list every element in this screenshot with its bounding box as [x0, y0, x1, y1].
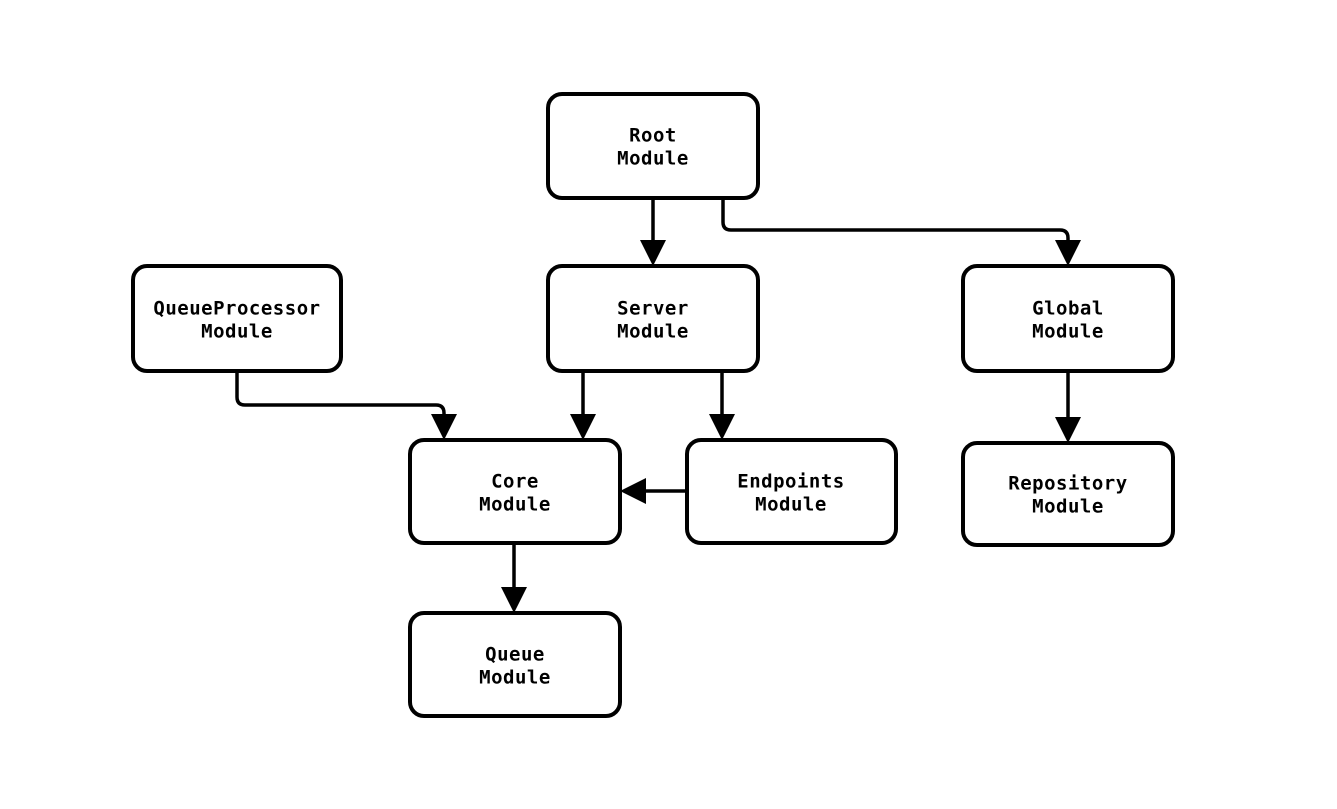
node-endpoints[interactable]: Endpoints Module [685, 438, 898, 545]
node-core-label-line1: Core [491, 471, 539, 493]
edge-queueprocessor-to-core-arrowhead [431, 414, 457, 440]
edge-layer [235, 198, 1081, 613]
node-server[interactable]: Server Module [546, 264, 760, 373]
node-server-label-line2: Module [617, 321, 689, 343]
edge-root-to-server-arrowhead [640, 240, 666, 266]
node-global[interactable]: Global Module [961, 264, 1175, 373]
edge-server-to-core [570, 371, 596, 440]
node-global-label-line2: Module [1032, 321, 1104, 343]
edge-root-to-global-arrowhead [1055, 240, 1081, 266]
edge-root-to-global-line [721, 198, 1070, 250]
node-queueprocessor[interactable]: QueueProcessor Module [131, 264, 343, 373]
edge-global-to-repository [1055, 371, 1081, 443]
node-queue-label-line2: Module [479, 667, 551, 689]
node-global-label-line1: Global [1032, 298, 1104, 320]
node-queueprocessor-label-line1: QueueProcessor [153, 298, 320, 320]
node-server-rect[interactable] [546, 264, 760, 373]
node-core-label-line2: Module [479, 494, 551, 516]
node-layer: Root Module QueueProcessor Module Server… [131, 92, 1175, 718]
edge-server-to-endpoints [709, 371, 735, 440]
edge-root-to-server [640, 198, 666, 266]
node-root-rect[interactable] [546, 92, 760, 200]
node-queue[interactable]: Queue Module [408, 611, 622, 718]
node-root[interactable]: Root Module [546, 92, 760, 200]
node-queue-rect[interactable] [408, 611, 622, 718]
node-server-label-line1: Server [617, 298, 689, 320]
node-endpoints-label-line1: Endpoints [737, 471, 844, 493]
edge-global-to-repository-arrowhead [1055, 417, 1081, 443]
edge-core-to-queue [501, 543, 527, 613]
node-queueprocessor-label-line2: Module [201, 321, 273, 343]
node-endpoints-label-line2: Module [755, 494, 827, 516]
edge-root-to-global [721, 198, 1081, 266]
node-repository-rect[interactable] [961, 441, 1175, 547]
node-root-label-line1: Root [629, 125, 677, 147]
edge-server-to-core-arrowhead [570, 414, 596, 440]
edge-endpoints-to-core-arrowhead [620, 478, 646, 504]
node-global-rect[interactable] [961, 264, 1175, 373]
node-repository-label-line1: Repository [1008, 473, 1127, 495]
edge-queueprocessor-to-core [235, 371, 457, 440]
node-root-label-line2: Module [617, 148, 689, 170]
node-core[interactable]: Core Module [408, 438, 622, 545]
node-queue-label-line1: Queue [485, 644, 545, 666]
edge-queueprocessor-to-core-line [235, 371, 446, 424]
node-queueprocessor-rect[interactable] [131, 264, 343, 373]
node-repository-label-line2: Module [1032, 496, 1104, 518]
edge-endpoints-to-core [620, 478, 687, 504]
node-core-rect[interactable] [408, 438, 622, 545]
edge-server-to-endpoints-arrowhead [709, 414, 735, 440]
node-endpoints-rect[interactable] [685, 438, 898, 545]
node-repository[interactable]: Repository Module [961, 441, 1175, 547]
edge-core-to-queue-arrowhead [501, 587, 527, 613]
